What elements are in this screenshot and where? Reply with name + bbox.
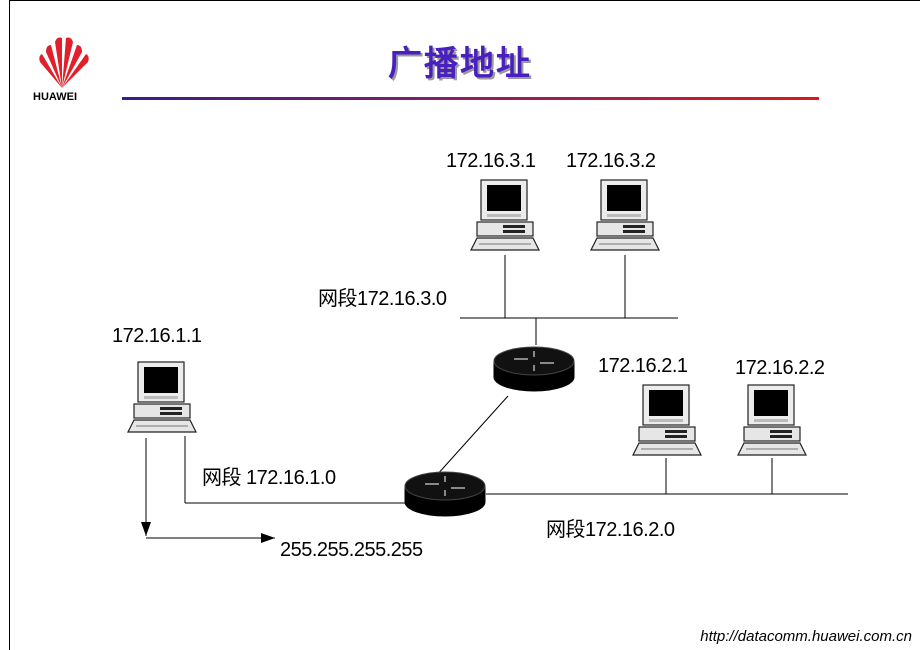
- segment-label-172-16-3-0: 网段172.16.3.0: [318, 288, 447, 310]
- link-lines: [141, 255, 848, 543]
- host-172-16-3-1-icon: [470, 179, 540, 251]
- page-title: 广播地址: [388, 44, 532, 84]
- huawei-logo-icon: [39, 37, 89, 88]
- host-172-16-3-2-icon: [590, 179, 660, 251]
- host-label-172-16-3-2: 172.16.3.2: [566, 150, 656, 172]
- host-172-16-2-1-icon: [632, 384, 702, 456]
- slide-border-left: [9, 0, 10, 650]
- router-lower-icon: [404, 471, 486, 517]
- footer-url: http://datacomm.huawei.com.cn: [700, 628, 912, 645]
- router-upper-icon: [493, 346, 575, 392]
- logo-text: HUAWEI: [33, 91, 77, 103]
- host-172-16-1-1-icon: [127, 361, 197, 433]
- host-label-172-16-3-1: 172.16.3.1: [446, 150, 536, 172]
- host-label-172-16-2-1: 172.16.2.1: [598, 355, 688, 377]
- broadcast-address-label: 255.255.255.255: [280, 539, 423, 561]
- host-172-16-2-2-icon: [737, 384, 807, 456]
- slide-border-top: [9, 0, 920, 1]
- host-label-172-16-1-1: 172.16.1.1: [112, 325, 202, 347]
- title-divider: [122, 97, 819, 100]
- host-label-172-16-2-2: 172.16.2.2: [735, 357, 825, 379]
- segment-label-172-16-1-0: 网段 172.16.1.0: [202, 467, 336, 489]
- segment-label-172-16-2-0: 网段172.16.2.0: [546, 519, 675, 541]
